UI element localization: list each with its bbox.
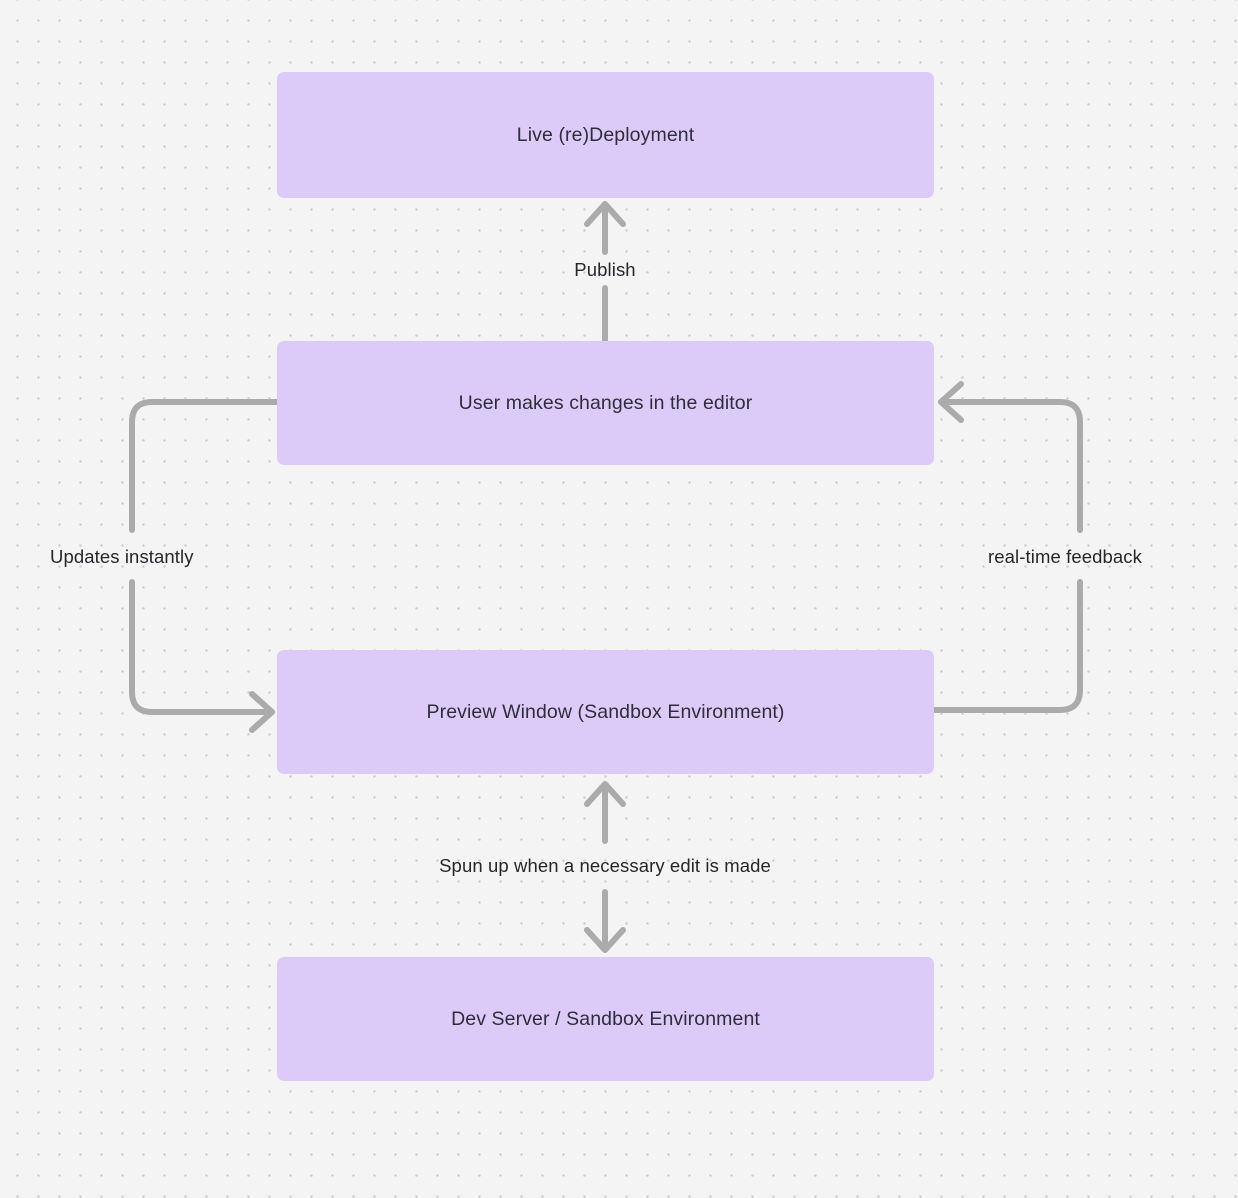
arrowhead-up-publish (584, 201, 626, 227)
edge-label-spun-up: Spun up when a necessary edit is made (439, 855, 771, 876)
node-preview-window[interactable]: Preview Window (Sandbox Environment) (277, 650, 934, 774)
arrowhead-right-updates (249, 691, 275, 733)
node-dev-server[interactable]: Dev Server / Sandbox Environment (277, 957, 934, 1081)
node-label-live-deployment: Live (re)Deployment (516, 123, 695, 146)
edge-label-updates-instantly: Updates instantly (50, 546, 194, 567)
arrowhead-up-spun (584, 781, 626, 807)
node-user-edits[interactable]: User makes changes in the editor (277, 341, 934, 465)
node-label-dev-server: Dev Server / Sandbox Environment (451, 1007, 760, 1030)
edge-label-publish: Publish (574, 259, 636, 280)
edge-label-real-time-feedback: real-time feedback (988, 546, 1142, 567)
arrowhead-left-feedback (938, 381, 964, 423)
node-label-user-edits: User makes changes in the editor (458, 391, 753, 414)
arrowhead-down-spun (584, 927, 626, 953)
node-live-deployment[interactable]: Live (re)Deployment (277, 72, 934, 198)
node-label-preview-window: Preview Window (Sandbox Environment) (426, 700, 785, 723)
